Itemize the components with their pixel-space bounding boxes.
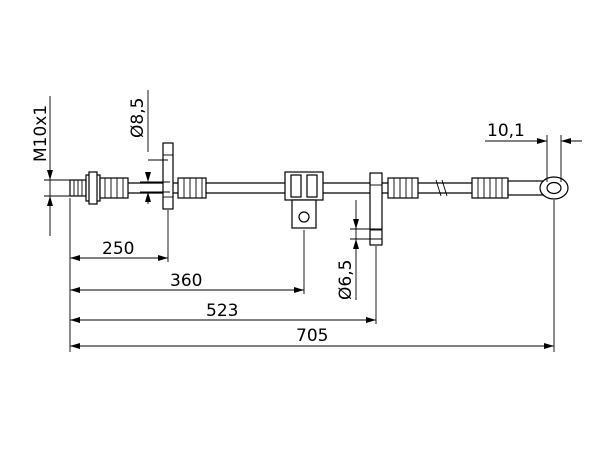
dim-523-label: 523 (206, 301, 238, 321)
dim-360-label: 360 (170, 271, 202, 291)
dim-bore-2-label: Ø6,5 (336, 260, 356, 300)
hose-sleeve-3 (471, 177, 509, 199)
dim-thread-label: M10x1 (31, 105, 51, 162)
bracket-2 (369, 172, 383, 246)
hose-sleeve-2 (387, 177, 419, 199)
dim-eye-width-label: 10,1 (487, 121, 525, 141)
dim-250-label: 250 (102, 239, 134, 259)
left-threaded-fitting (69, 171, 129, 205)
dim-705-label: 705 (296, 326, 328, 346)
center-clamp (284, 171, 324, 229)
banjo-eye-fitting (507, 176, 569, 200)
hose-assembly (69, 142, 569, 246)
dimension-labels: M10x1 Ø8,5 Ø6,5 10,1 250 360 523 705 (31, 98, 525, 346)
hose-sleeve-1 (177, 177, 207, 199)
dimension-lines (44, 90, 582, 352)
bracket-1 (162, 142, 174, 210)
dim-bore-1-label: Ø8,5 (128, 98, 148, 138)
